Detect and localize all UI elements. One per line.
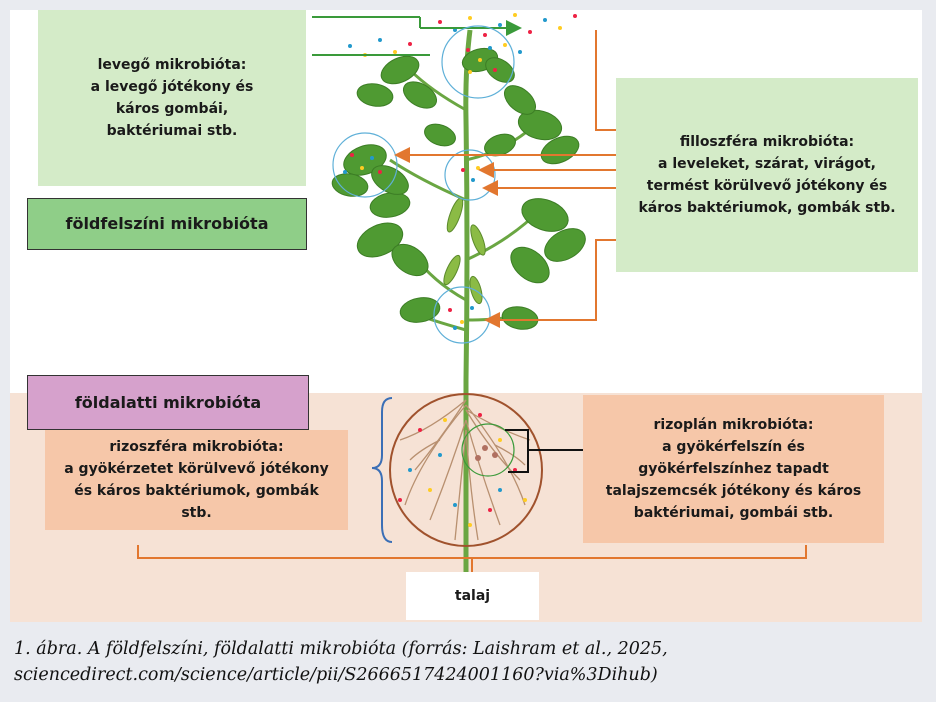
phyllo-line-4: káros baktériumok, gombák stb. (638, 200, 896, 216)
caption-line-1: 1. ábra. A földfelszíni, földalatti mikr… (14, 639, 668, 659)
rhizoplane-line-2: a gyökérfelszín és (662, 439, 805, 455)
air-line-4: baktériumai stb. (106, 123, 238, 139)
leaf-microbes (343, 46, 497, 330)
air-particles (348, 13, 577, 57)
air-line-2: a levegő jótékony és (90, 79, 254, 95)
rhizo-line-2: a gyökérzetet körülvevő jótékony (64, 461, 329, 477)
phyllo-line-3: termést körülvevő jótékony és (646, 178, 888, 194)
rhizoplane-line-5: baktériumai, gombái stb. (633, 505, 834, 521)
phyllo-line-1: filloszféra mikrobióta: (679, 134, 855, 150)
rhizo-line-3: és káros baktériumok, gombák (74, 483, 319, 499)
figure-caption: 1. ábra. A földfelszíni, földalatti mikr… (14, 636, 924, 688)
underground-microbiota-label: földalatti mikrobióta (27, 375, 309, 430)
rhizoplane-line-4: talajszemcsék jótékony és káros (605, 483, 862, 499)
air-line-3: káros gombái, (115, 101, 229, 117)
caption-line-2: sciencedirect.com/science/article/pii/S2… (14, 665, 658, 685)
rhizoplane-line-3: gyökérfelszínhez tapadt (638, 461, 829, 477)
rhizoplane-microbiota-box: rizoplán mikrobióta: a gyökérfelszín és … (583, 395, 884, 543)
root-microbes (398, 413, 527, 527)
rhizoplane-line-1: rizoplán mikrobióta: (653, 417, 814, 433)
phyllo-line-2: a leveleket, szárat, virágot, (658, 156, 876, 172)
phyllosphere-microbiota-box: filloszféra mikrobióta: a leveleket, szá… (616, 78, 918, 272)
rhizo-line-1: rizoszféra mikrobióta: (109, 439, 284, 455)
air-line-1: levegő mikrobióta: (97, 57, 247, 73)
soil-label: talaj (406, 572, 539, 620)
air-microbiota-box: levegő mikrobióta: a levegő jótékony és … (38, 10, 306, 186)
rhizosphere-microbiota-box: rizoszféra mikrobióta: a gyökérzetet kör… (45, 430, 348, 530)
surface-microbiota-label: földfelszíni mikrobióta (27, 198, 307, 250)
rhizo-line-4: stb. (181, 505, 212, 521)
